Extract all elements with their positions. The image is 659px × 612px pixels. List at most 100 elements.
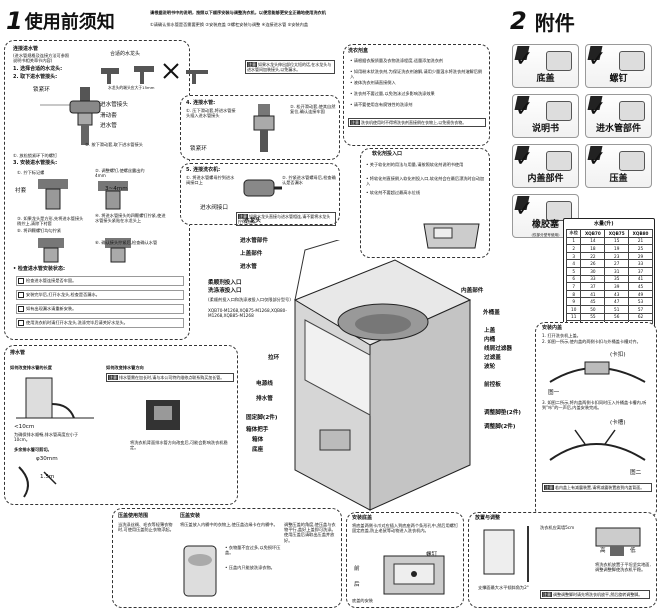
check-icon: ✓ (588, 147, 607, 172)
rubber-plug-icon (546, 201, 572, 221)
drain-q2: 如何改变排水管方向 (106, 365, 144, 370)
hose-connect-illustration (253, 104, 275, 152)
drain-panel (4, 345, 238, 505)
label-inlet-hose: 进水管 (100, 123, 117, 129)
place-l1: 洗衣机应离墙5cm (540, 525, 575, 530)
inlet-s3b: ②. 调整螺钉,使螺丝露出约4mm (95, 168, 145, 179)
detergent-panel (343, 44, 490, 146)
table-cell: 49 (628, 289, 653, 299)
table-cell: 41 (580, 289, 606, 299)
table-cell: 30 (580, 266, 606, 276)
press-body2: 将压盖放入内桶中的衣物上,使压盖边缘卡在内桶中。 (180, 522, 278, 527)
inner-lid-step1: 1. 打开洗衣机上盖。 (542, 333, 581, 338)
drain-len1: <10cm (14, 424, 35, 430)
label-slide-sleeve: 滑动套 (100, 113, 117, 119)
inlet-connector-illustration (40, 87, 101, 145)
accessory-label: 底盖 (536, 74, 555, 84)
table-cell: 2 (565, 244, 582, 253)
table-cell: 10 (565, 304, 582, 314)
table-cell: 8 (565, 289, 582, 299)
press-body3: 调整压盖的角度,使压盖与衣物平行,盖好上盖即可洗涤。使用压盖后请取出压盖并放好。 (284, 522, 336, 543)
check-item-text: 检查进水管连接是否牢固。 (26, 278, 77, 283)
drain-cut-illustration (18, 466, 57, 498)
table-header-cell: XQB80 (628, 229, 653, 238)
table-cell: 55 (580, 312, 606, 322)
part-inlet-hose: 进水管 (240, 264, 257, 270)
screw-icon (619, 51, 645, 71)
table-cell: 21 (628, 236, 653, 246)
table-cell: 4 (565, 259, 582, 268)
table-cell: 57 (628, 304, 653, 314)
inlet-step5: 5. 连接洗衣机: (186, 167, 221, 173)
check-item-text: 安装完毕后,打开水龙头,检查是否漏水。 (26, 292, 100, 297)
press-cover-illustration (183, 545, 217, 597)
part-drain-hose: 排水管 (256, 396, 273, 402)
detergent-line: • 洗衣剂不要过量,以免泡沫过多影响洗涤效果 (350, 91, 435, 96)
table-cell: 23 (604, 251, 630, 261)
part-inner-tub: 内桶 (484, 337, 496, 343)
inlet-step1: 1. 选择合适的水龙头: (13, 66, 63, 72)
valve-connect-illustration (243, 179, 282, 197)
inner-lid-step2: 2. 如图一所示,使内盖的两侧卡扣与外桶盖卡槽对齐。 (542, 339, 641, 344)
inlet-subtitle: (进水管规格及连接方法可参照说明书相关章节内容) (13, 53, 70, 64)
accessory-0: ✓底盖 (512, 44, 579, 88)
inner-lid-step3: 3. 如图二所示,将内盖两侧卡扣同时压入外桶盖卡槽内,听到"咔"的一声后,内盖安… (542, 400, 647, 411)
drain-direction-illustration (146, 400, 180, 430)
table-cell: 15 (604, 236, 630, 246)
inlet-s3c: ③. 如果龙头是方形,先将进水管接头稍拧上,清除下衬套 (17, 216, 84, 227)
inner-lid-tip: 注意若内盖上有减震装置,请将减震装置放到内盖背面。 (542, 483, 652, 492)
section2-number: 2 (510, 7, 527, 35)
part-adj-leg: 调整脚(2件) (484, 424, 516, 430)
detergent-line: • 请不要使用含有腐蚀性的洗涤剂 (350, 102, 413, 107)
table-cell: 29 (628, 251, 653, 261)
water-table-title: 水量(升) (594, 221, 614, 227)
placement-illustration (483, 526, 529, 582)
label-lock-nut: 锁紧环 (33, 87, 50, 93)
part-inlet: 进水管部件 (240, 238, 268, 244)
table-cell: 5 (565, 266, 582, 276)
check-icon: ✓ (588, 97, 607, 122)
label-bushing: 衬套 (15, 188, 27, 194)
check-item: 检查进水管连接是否牢固。 (16, 276, 184, 286)
detergent-tip: 注意洗衣机使用时不得将洗衣剂直接倒在衣物上,以免损伤衣物。 (348, 118, 486, 127)
table-cell: 50 (580, 304, 606, 314)
table-cell: 33 (628, 259, 653, 268)
inner-lid-fig1-label: 图一 (548, 390, 560, 396)
label-3-4mm: 3~4mm (105, 186, 128, 192)
inlet-s4b: ②. 松开滑动套,使其自然复位,确认连接牢固 (290, 104, 336, 115)
adjust-foot-illustration (595, 527, 641, 556)
table-header-cell: XQB75 (604, 229, 630, 238)
table-cell: 19 (604, 244, 630, 253)
check-item: 如有出现漏水请重新安装。 (16, 304, 184, 314)
accessory-label: 内盖部件 (527, 174, 564, 184)
press-sub1: • 衣物量不宜过多,以免损坏压盖。 (225, 545, 281, 556)
accessory-2: ✓说明书 (512, 94, 579, 138)
label-lock-ring-4: 锁紧环 (190, 146, 207, 152)
checkbox-icon (18, 292, 24, 298)
table-cell: 22 (580, 251, 606, 261)
accessory-1: ✓螺钉 (585, 44, 652, 88)
table-cell: 31 (604, 266, 630, 276)
label-inlet-connector: 进水管接头 (100, 102, 128, 108)
section1-title: 1 使用前须知 (6, 6, 115, 36)
section1-heading: 使用前须知 (24, 12, 115, 33)
place-tip-text: 调整调整脚时请先将洗衣机放平,然后旋转调整脚。 (553, 592, 643, 597)
base-title: 安装底盖 (352, 515, 373, 521)
section1-note: 请根据说明书中的说明，按照以下顺序安装与调整洗衣机，以便您能够更安全正确地使用洗… (150, 10, 326, 15)
softener-line: • 关于软化剂的用法与用量,请按照软化剂说明书使用 (366, 162, 464, 167)
inlet-tip-1: 注意如果水龙头伸出部位太短的话,在水龙头与进水管间加装接头,以免漏水。 (245, 60, 335, 74)
table-cell: 6 (565, 274, 582, 284)
place-high: 高 (600, 548, 606, 554)
inlet-hose-icon (619, 101, 645, 121)
drain-title: 排水管 (10, 350, 26, 356)
table-cell: 14 (580, 236, 606, 246)
table-header-cell: XQB70 (580, 229, 606, 238)
softener-dispenser-illustration (423, 223, 480, 249)
